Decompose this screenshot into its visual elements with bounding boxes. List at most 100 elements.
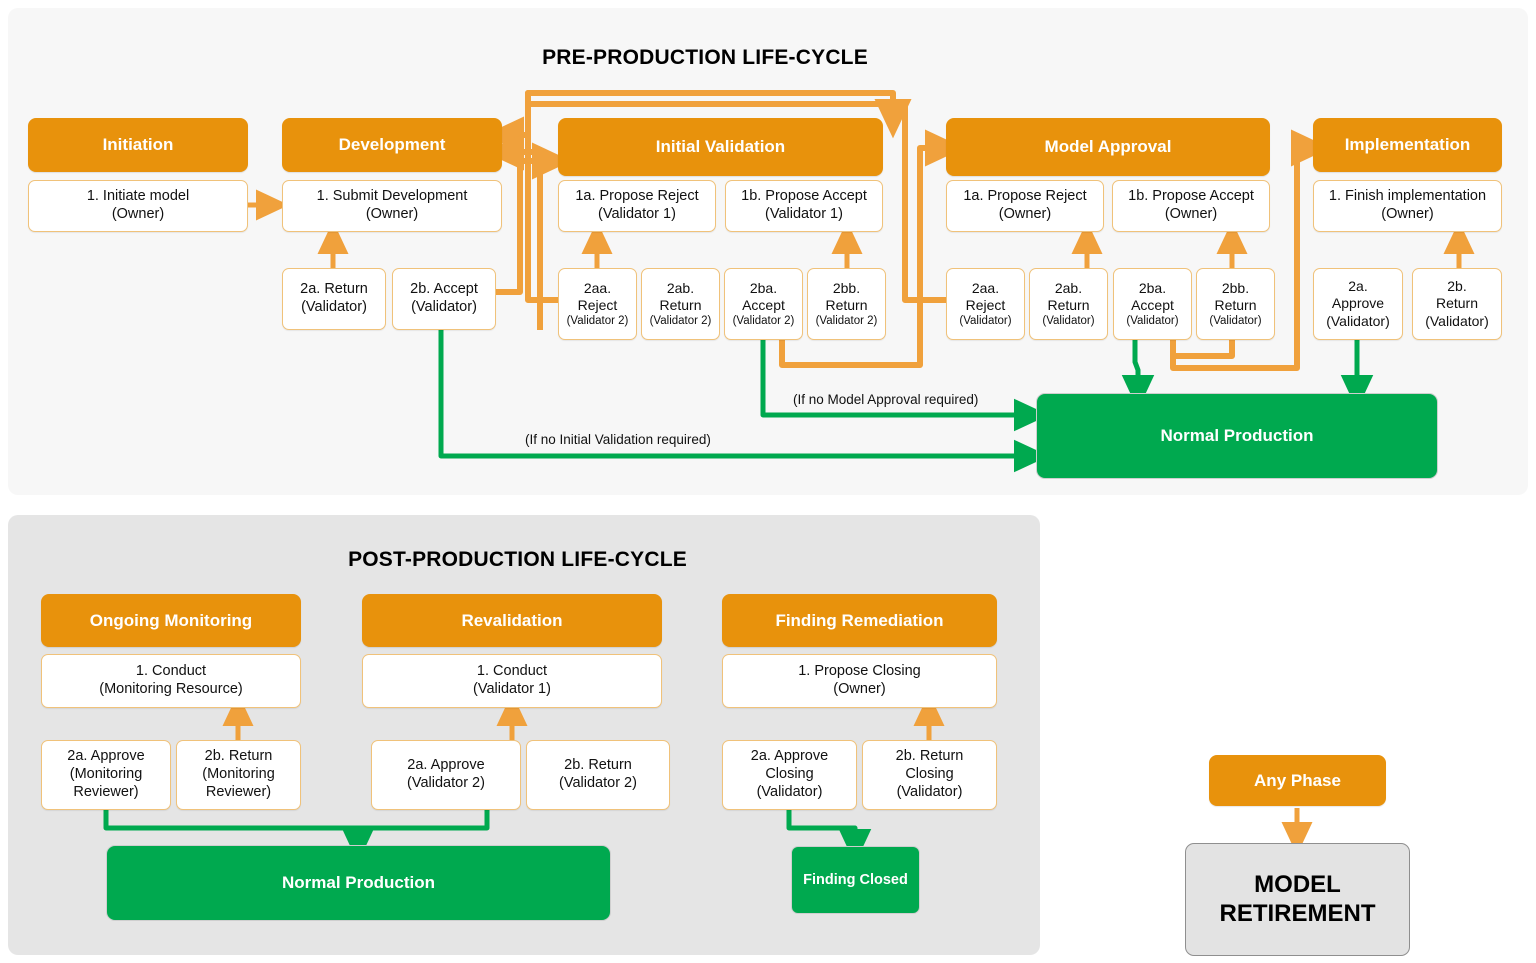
step-line1: 1. Submit Development	[316, 188, 468, 205]
step-line2: (Owner)	[365, 206, 419, 222]
step-line1: 1a. Propose Reject	[575, 188, 699, 205]
edge-label-no-initial-validation: (If no Initial Validation required)	[525, 432, 711, 447]
step-line2: (Validator 1)	[598, 206, 676, 222]
phase-header-initial-validation[interactable]: Initial Validation	[558, 118, 883, 176]
step-rv-conduct[interactable]: 1. Conduct (Validator 1)	[362, 654, 662, 708]
step-iv-propose-accept[interactable]: 1b. Propose Accept (Validator 1)	[725, 180, 883, 232]
step-om-2a-approve[interactable]: 2a. Approve (Monitoring Reviewer)	[41, 740, 171, 810]
retirement-line2: RETIREMENT	[1219, 899, 1376, 927]
step-line3: (Validator)	[1425, 312, 1489, 329]
step-line2: (Owner)	[1164, 206, 1218, 222]
step-line1: 2ab.	[1054, 279, 1083, 296]
step-line2: (Monitoring Resource)	[99, 681, 243, 697]
step-line1: 2aa.	[583, 279, 612, 296]
step-line1: 1b. Propose Accept	[1128, 188, 1254, 205]
step-line2: Return	[1435, 295, 1478, 312]
step-iv-2ab-return[interactable]: 2ab. Return (Validator 2)	[641, 268, 720, 340]
step-impl-2a-approve[interactable]: 2a. Approve (Validator)	[1313, 268, 1403, 340]
terminal-model-retirement[interactable]: MODEL RETIREMENT	[1185, 843, 1410, 956]
step-line2: Reject	[577, 296, 618, 313]
step-line1: 2a. Approve	[407, 757, 485, 774]
step-ma-2ba-accept[interactable]: 2ba. Accept (Validator)	[1113, 268, 1192, 340]
step-line1: 2b.	[1447, 278, 1467, 295]
step-line2: Closing	[905, 766, 954, 783]
step-line2: Accept	[1131, 296, 1174, 313]
step-line1: 2aa.	[971, 279, 1000, 296]
step-development-return[interactable]: 2a. Return (Validator)	[282, 268, 386, 330]
step-line2: (Validator 2)	[559, 775, 637, 791]
step-line1: 2a. Approve	[67, 748, 145, 765]
step-line3: (Validator)	[959, 315, 1012, 328]
step-line2: (Owner)	[1381, 206, 1434, 222]
step-ma-2aa-reject[interactable]: 2aa. Reject (Validator)	[946, 268, 1025, 340]
step-line1: 2ba.	[749, 279, 778, 296]
step-line1: 2a. Return	[300, 281, 368, 298]
step-line3: (Validator 2)	[566, 315, 629, 328]
step-line1: 2b. Return	[564, 757, 632, 774]
step-line2: Return	[825, 296, 868, 313]
step-fr-propose-closing[interactable]: 1. Propose Closing (Owner)	[722, 654, 997, 708]
step-line1: 2ba.	[1138, 279, 1167, 296]
step-iv-2ba-accept[interactable]: 2ba. Accept (Validator 2)	[724, 268, 803, 340]
step-rv-2a-approve[interactable]: 2a. Approve (Validator 2)	[371, 740, 521, 810]
step-line3: (Validator)	[1042, 315, 1095, 328]
step-line1: 1. Conduct	[476, 663, 548, 680]
step-ma-propose-reject[interactable]: 1a. Propose Reject (Owner)	[946, 180, 1104, 232]
step-line1: 2a.	[1348, 278, 1368, 295]
terminal-finding-closed[interactable]: Finding Closed	[791, 846, 920, 914]
step-line2: Reject	[965, 296, 1006, 313]
phase-header-finding-remediation[interactable]: Finding Remediation	[722, 594, 997, 647]
step-line3: (Validator)	[896, 783, 963, 800]
step-impl-2b-return[interactable]: 2b. Return (Validator)	[1412, 268, 1502, 340]
step-submit-development[interactable]: 1. Submit Development (Owner)	[282, 180, 502, 232]
step-line1: 2bb.	[832, 279, 861, 296]
phase-header-implementation[interactable]: Implementation	[1313, 118, 1502, 172]
step-line3: (Validator 2)	[815, 315, 878, 328]
step-line1: 1. Conduct	[135, 663, 207, 680]
step-line2: Return	[659, 296, 702, 313]
step-line1: 2b. Return	[204, 748, 273, 765]
step-om-2b-return[interactable]: 2b. Return (Monitoring Reviewer)	[176, 740, 301, 810]
phase-header-revalidation[interactable]: Revalidation	[362, 594, 662, 647]
post-production-title: POST-PRODUCTION LIFE-CYCLE	[348, 548, 687, 571]
step-line2: (Validator 1)	[473, 681, 551, 697]
step-line3: Reviewer)	[73, 783, 139, 800]
phase-header-model-approval[interactable]: Model Approval	[946, 118, 1270, 176]
step-line1: 2b. Accept	[410, 281, 478, 298]
phase-header-ongoing-monitoring[interactable]: Ongoing Monitoring	[41, 594, 301, 647]
step-iv-2bb-return[interactable]: 2bb. Return (Validator 2)	[807, 268, 886, 340]
step-line2: Return	[1214, 296, 1257, 313]
phase-header-initiation[interactable]: Initiation	[28, 118, 248, 172]
step-line1: 1. Initiate model	[86, 188, 190, 205]
step-development-accept[interactable]: 2b. Accept (Validator)	[392, 268, 496, 330]
step-line1: 2a. Approve	[750, 748, 829, 765]
terminal-normal-production-post[interactable]: Normal Production	[106, 845, 611, 921]
step-line2: Accept	[742, 296, 785, 313]
step-line1: 2ab.	[666, 279, 695, 296]
phase-header-any-phase[interactable]: Any Phase	[1209, 755, 1386, 806]
phase-header-development[interactable]: Development	[282, 118, 502, 172]
step-line2: (Owner)	[833, 681, 886, 697]
step-ma-propose-accept[interactable]: 1b. Propose Accept (Owner)	[1112, 180, 1270, 232]
step-line1: 2bb.	[1221, 279, 1250, 296]
step-ma-2bb-return[interactable]: 2bb. Return (Validator)	[1196, 268, 1275, 340]
step-line2: (Owner)	[998, 206, 1052, 222]
step-line2: Return	[1047, 296, 1090, 313]
step-iv-propose-reject[interactable]: 1a. Propose Reject (Validator 1)	[558, 180, 716, 232]
step-initiate-model[interactable]: 1. Initiate model (Owner)	[28, 180, 248, 232]
step-line2: (Validator)	[301, 299, 367, 315]
step-om-conduct[interactable]: 1. Conduct (Monitoring Resource)	[41, 654, 301, 708]
step-line3: Reviewer)	[205, 783, 272, 800]
step-rv-2b-return[interactable]: 2b. Return (Validator 2)	[526, 740, 670, 810]
step-line1: 1b. Propose Accept	[741, 188, 867, 205]
step-iv-2aa-reject[interactable]: 2aa. Reject (Validator 2)	[558, 268, 637, 340]
step-finish-implementation[interactable]: 1. Finish implementation (Owner)	[1313, 180, 1502, 232]
step-fr-2b-return-closing[interactable]: 2b. Return Closing (Validator)	[862, 740, 997, 810]
terminal-normal-production-pre[interactable]: Normal Production	[1036, 393, 1438, 479]
step-ma-2ab-return[interactable]: 2ab. Return (Validator)	[1029, 268, 1108, 340]
step-line1: 1a. Propose Reject	[963, 188, 1087, 205]
step-line3: (Validator)	[1209, 315, 1262, 328]
step-fr-2a-approve-closing[interactable]: 2a. Approve Closing (Validator)	[722, 740, 857, 810]
step-line2: (Monitoring	[202, 766, 275, 783]
edge-label-no-model-approval: (If no Model Approval required)	[793, 392, 979, 407]
